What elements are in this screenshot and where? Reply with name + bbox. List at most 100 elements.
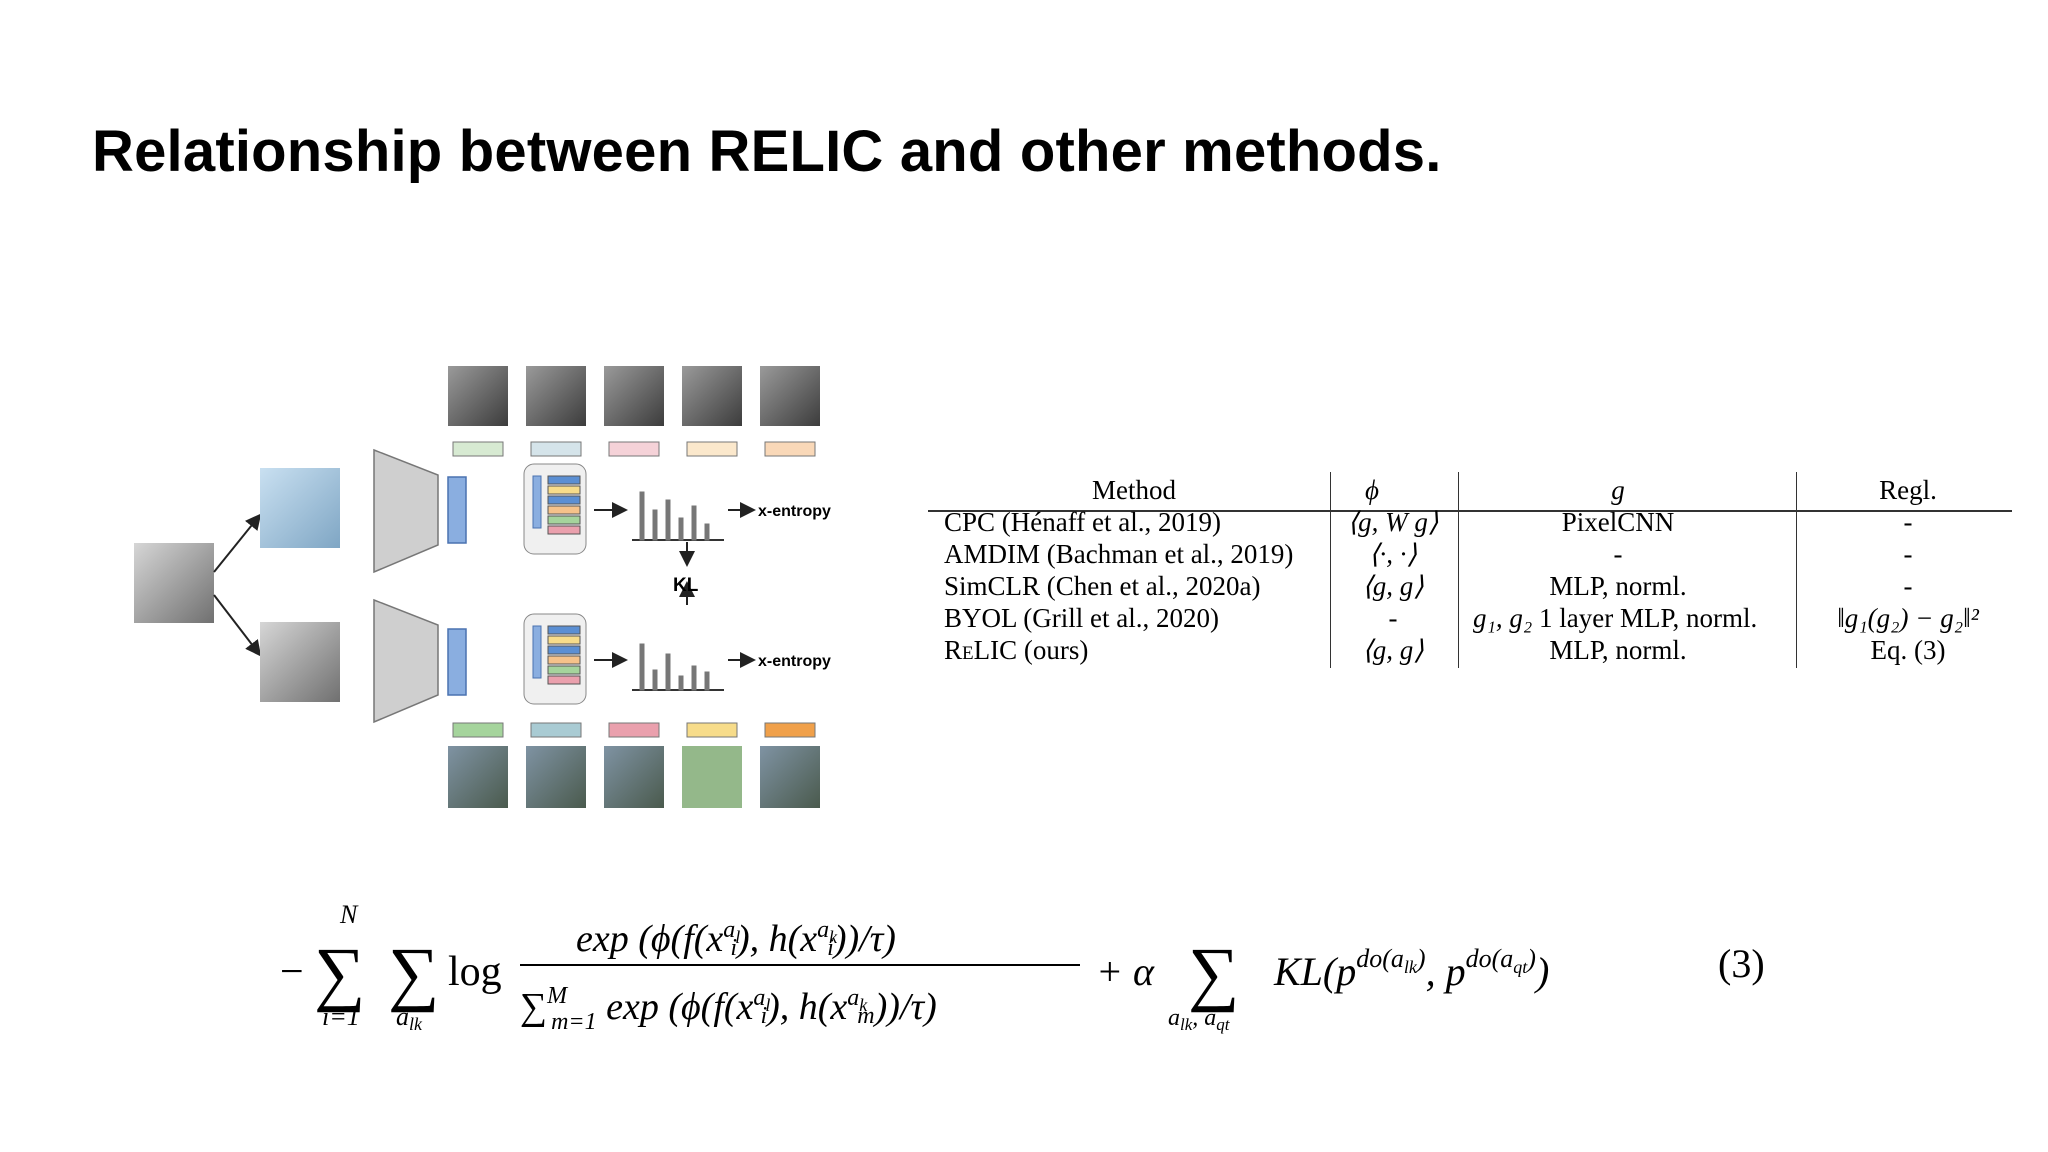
eq-log: log [448,949,502,995]
header-phi: ϕ [1365,475,1379,505]
header-regl: Regl. [1879,475,1937,505]
hist-bottom-bar-2 [652,669,658,691]
svg-text:∑Mm=1 exp (ϕ(f(xali), h(xakm)): ∑Mm=1 exp (ϕ(f(xali), h(xakm))/τ) [520,983,937,1035]
hist-top-bar-6 [704,523,710,541]
header-g: g [1611,475,1625,505]
class-photo-bottom-4 [682,746,742,808]
arrow-to-crop-top [213,513,262,573]
stack-bottom-row-2 [547,635,581,645]
eq-plus-alpha: + α [1096,949,1155,994]
row-1-method: CPC (Hénaff et al., 2019) [944,507,1221,537]
relic-objective-equation: − ∑ N i=1 ∑ alk log exp (ϕ(f(xali), h(xa… [280,900,1549,1035]
bottom-class-bars [452,722,816,738]
similarity-box-top [523,463,587,555]
class-bar-top-1 [452,441,504,457]
eq-kl-term: KL(pdo(alk), pdo(aqt)) [1273,944,1549,994]
eq-sum-pairs: ∑ [1188,933,1239,1013]
relic-architecture-diagram: x-entropy x-entropy KL [134,366,831,808]
row-5-method-suffix: (ours) [1023,635,1089,665]
row-1-regl: - [1903,507,1913,537]
stack-bottom-row-1 [547,625,581,635]
row-5-regl: Eq. (3) [1870,635,1946,665]
hist-bottom-bar-4 [678,675,684,691]
augmented-crop-bottom [260,622,340,702]
eq-sum-a: ∑ [388,933,439,1013]
row-4-regl: ‖g₁(g₂) − g₂‖² [1837,603,1979,633]
header-method: Method [1092,475,1176,505]
eq-sum-i: ∑ [314,933,365,1013]
class-photo-top-3 [604,366,664,426]
top-class-bars [452,441,816,457]
class-bar-top-3 [608,441,660,457]
row-2-phi: ⟨·, ·⟩ [1368,539,1418,569]
class-photo-top-1 [448,366,508,426]
arrow-to-crop-bottom [213,594,262,657]
eq-sum-i-upper: N [339,900,359,929]
svg-text:exp (ϕ(f(xali), h(xaki))/τ): exp (ϕ(f(xali), h(xaki))/τ) [576,917,896,961]
encoder-bottom [373,598,439,724]
slide-title: Relationship between RELIC and other met… [92,119,1442,184]
stack-bottom-row-6 [547,675,581,685]
row-5-method: ReLIC [944,635,1018,665]
similarity-box-bottom [523,613,587,705]
eq-sum-a-lower: alk [396,1002,423,1034]
input-image-polar-bear [134,543,214,623]
probability-histogram-bottom [632,643,724,691]
top-class-photos [448,366,820,426]
class-bar-bottom-3 [608,722,660,738]
class-photo-bottom-3 [604,746,664,808]
class-photo-bottom-5 [760,746,820,808]
row-3-phi: ⟨g, g⟩ [1362,571,1424,601]
row-4-g-prefix: g₁, g₂ [1473,603,1533,633]
class-photo-top-4 [682,366,742,426]
equation-number: (3) [1718,941,1765,986]
hist-bottom-bar-1 [639,643,645,691]
class-bar-top-2 [530,441,582,457]
class-photo-top-2 [526,366,586,426]
class-bar-top-4 [686,441,738,457]
embedding-bottom [447,628,467,696]
class-photo-bottom-1 [448,746,508,808]
eq-minus: − [280,949,304,995]
row-5-phi: ⟨g, g⟩ [1362,635,1424,665]
bottom-class-photos [448,746,820,808]
class-photo-bottom-2 [526,746,586,808]
row-1-phi: ⟨g, W g⟩ [1347,507,1439,537]
hist-top-bar-5 [691,505,697,541]
embedding-top [447,476,467,544]
stack-bottom-row-4 [547,655,581,665]
stack-top-row-5 [547,515,581,525]
class-bar-bottom-1 [452,722,504,738]
stack-bottom-row-5 [547,665,581,675]
stack-top-row-6 [547,525,581,535]
hist-top-bar-1 [639,491,645,541]
class-bar-top-5 [764,441,816,457]
row-2-regl: - [1903,539,1913,569]
augmented-crop-top [260,468,340,548]
row-3-g: MLP, norml. [1549,571,1687,601]
class-bar-bottom-5 [764,722,816,738]
kl-label: KL [673,575,699,596]
xentropy-label-bottom: x-entropy [758,653,831,670]
stack-bottom-row-3 [547,645,581,655]
methods-comparison-table: Method ϕ g Regl. CPC (Hénaff et al., 201… [928,472,2012,672]
stack-top-row-1 [547,475,581,485]
hist-top-bar-4 [678,517,684,541]
stack-top-row-4 [547,505,581,515]
hist-top-bar-3 [665,499,671,541]
class-bar-bottom-4 [686,722,738,738]
row-5-g: MLP, norml. [1549,635,1687,665]
stack-top-row-2 [547,485,581,495]
row-3-method: SimCLR (Chen et al., 2020a) [944,571,1261,601]
stack-top-row-3 [547,495,581,505]
class-bar-bottom-2 [530,722,582,738]
row-4-phi: - [1388,603,1398,633]
probability-histogram-top [632,491,724,541]
eq-sum-pairs-lower: alk, aqt [1168,1005,1231,1034]
class-photo-top-5 [760,366,820,426]
hist-bottom-bar-6 [704,671,710,691]
row-4-g: 1 layer MLP, norml. [1539,603,1758,633]
encoder-top [373,448,439,574]
row-2-method: AMDIM (Bachman et al., 2019) [944,539,1294,569]
